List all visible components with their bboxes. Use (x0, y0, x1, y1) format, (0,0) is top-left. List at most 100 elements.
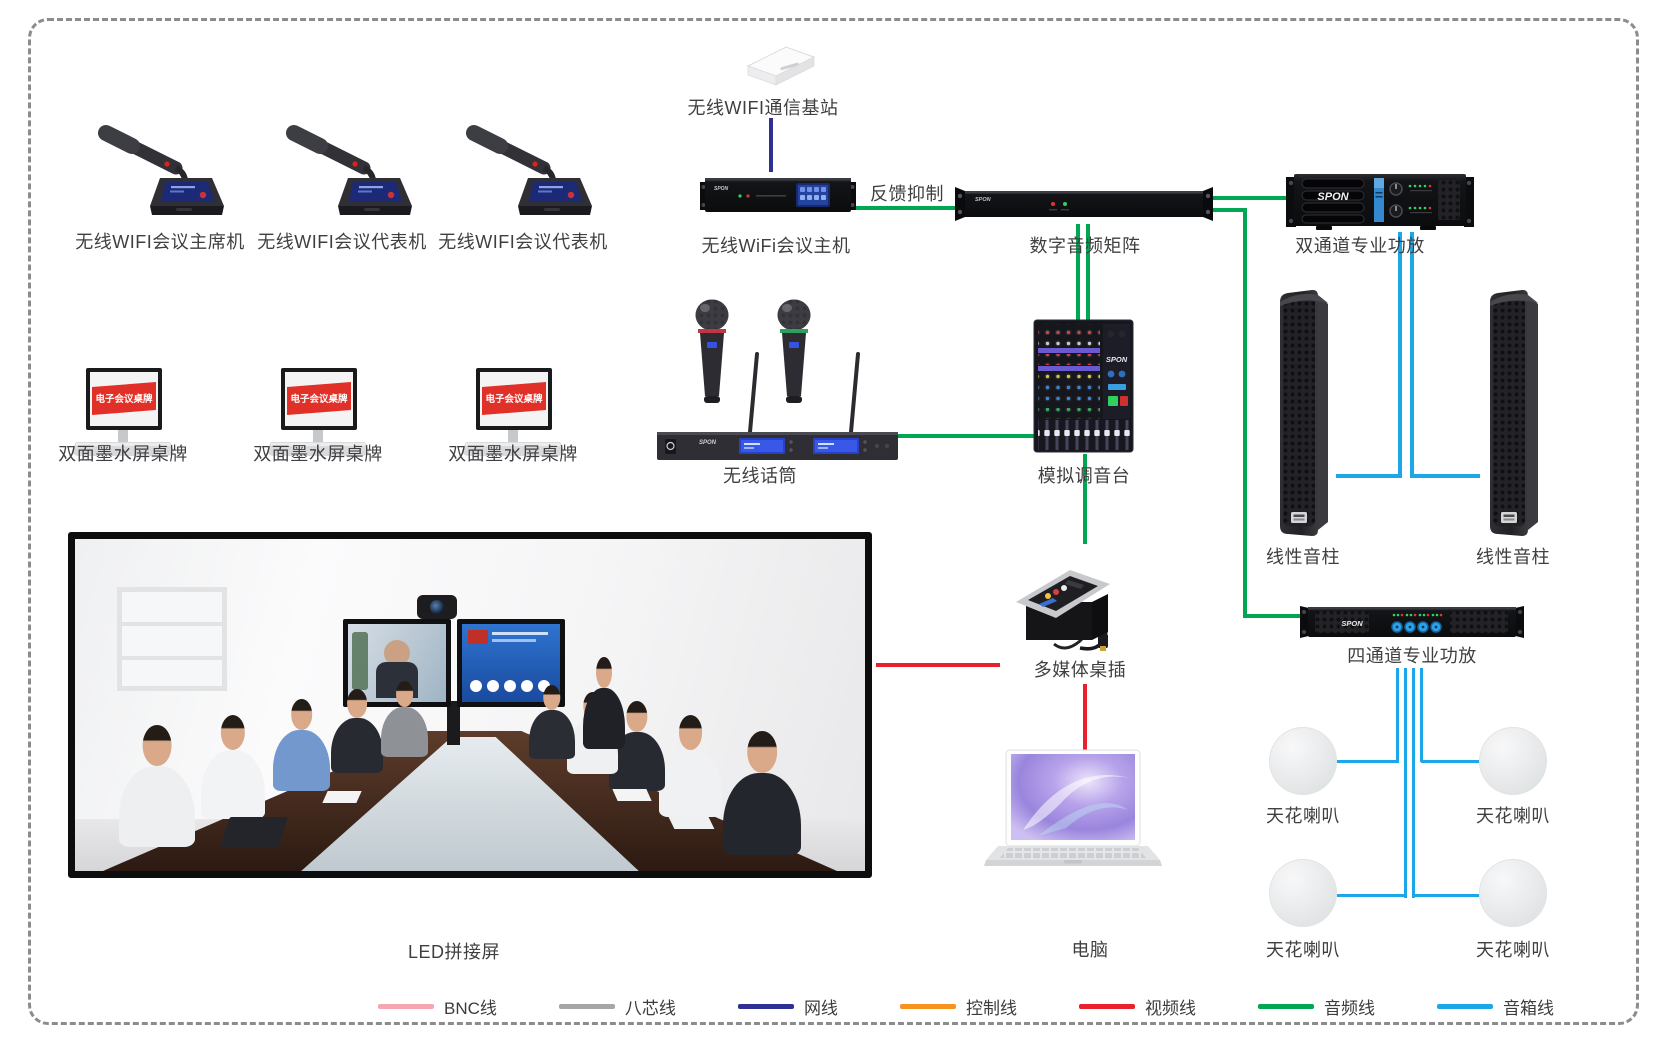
label-ceiling-speaker-3: 天花喇叭 (1266, 940, 1340, 960)
diagram-dashed-border (28, 18, 1639, 1025)
person-figure (119, 725, 195, 847)
label-ceiling-speaker-1: 天花喇叭 (1266, 806, 1340, 826)
speaker-line (1413, 894, 1480, 897)
wireless-handheld-mic-set-illustration: SPON (657, 299, 898, 460)
speaker-line (1398, 232, 1402, 478)
audio-line (1243, 208, 1247, 618)
audio-line (1083, 454, 1087, 544)
control-line-swatch (899, 1004, 956, 1009)
legend-label: 音箱线 (1503, 999, 1554, 1018)
person-figure (201, 715, 265, 819)
laptop-illustration (984, 749, 1162, 866)
person-figure (529, 685, 575, 759)
speaker-line (1337, 760, 1399, 763)
eight-core-line-swatch (558, 1004, 615, 1009)
legend-label: 八芯线 (624, 999, 676, 1018)
audio-line (1076, 224, 1080, 320)
label-computer: 电脑 (1071, 940, 1109, 960)
person-figure (273, 699, 330, 791)
speaker-line (1337, 894, 1407, 897)
ceiling-speaker (1479, 727, 1547, 795)
video-line-swatch (1078, 1004, 1135, 1009)
label-conference-host: 无线WiFi会议主机 (701, 236, 851, 256)
label-delegate-mic-2: 无线WIFI会议代表机 (438, 232, 608, 252)
ptz-camera (417, 595, 457, 619)
video-line (1083, 684, 1087, 790)
wireless-delegate-mic-illustration (466, 125, 592, 215)
video-line (876, 663, 1000, 667)
audio-line (1213, 196, 1290, 200)
speaker-line (1412, 668, 1415, 898)
label-nameplate-3: 双面墨水屏桌牌 (448, 444, 578, 464)
room-window (117, 587, 227, 691)
legend-label: 控制线 (965, 999, 1017, 1018)
label-led-wall: LED拼接屏 (407, 942, 501, 962)
svg-text:SPON: SPON (1317, 191, 1349, 203)
conference-room-photo (75, 539, 865, 871)
ceiling-speaker (1479, 859, 1547, 927)
svg-text:SPON: SPON (714, 186, 729, 192)
label-quad-amp: 四通道专业功放 (1347, 646, 1477, 666)
legend-item-bnc: BNC线 (378, 994, 497, 1019)
audio-line (852, 206, 957, 210)
paper-on-table (612, 789, 652, 801)
legend-item-video: 视频线 (1078, 994, 1196, 1019)
paper-on-table (322, 791, 362, 803)
network-line (769, 118, 773, 172)
label-ceiling-speaker-2: 天花喇叭 (1476, 806, 1550, 826)
label-delegate-mic-1: 无线WIFI会议代表机 (257, 232, 427, 252)
wireless-chairman-mic-illustration (98, 125, 224, 215)
ceiling-speaker (1269, 727, 1337, 795)
label-nameplate-1: 双面墨水屏桌牌 (58, 444, 188, 464)
audio-line (1086, 224, 1090, 320)
quad-channel-amp-illustration: SPON (1300, 606, 1524, 638)
svg-text:SPON: SPON (1106, 355, 1128, 364)
speaker-line (1421, 760, 1480, 763)
svg-text:电子会议桌牌: 电子会议桌牌 (290, 393, 348, 405)
label-nameplate-2: 双面墨水屏桌牌 (253, 444, 383, 464)
svg-text:电子会议桌牌: 电子会议桌牌 (485, 393, 543, 405)
audio-line (895, 434, 1035, 438)
speaker-line (1396, 668, 1399, 762)
label-column-speaker-2: 线性音柱 (1476, 547, 1550, 567)
svg-text:SPON: SPON (699, 440, 717, 446)
label-wifi-station: 无线WIFI通信基站 (687, 98, 839, 118)
person-figure (659, 715, 722, 817)
network-line-swatch (737, 1004, 794, 1009)
speaker-line (1404, 668, 1407, 898)
label-wireless-mic: 无线话筒 (723, 466, 797, 486)
label-desk-socket: 多媒体桌插 (1033, 660, 1127, 680)
wifi-conference-host-illustration: SPON (700, 178, 856, 212)
wireless-delegate-mic-illustration (286, 125, 412, 215)
led-video-wall (68, 532, 872, 878)
ceiling-speaker (1269, 859, 1337, 927)
speaker-line (1420, 668, 1423, 762)
legend-label: BNC线 (444, 999, 497, 1018)
laptop-on-table (220, 817, 288, 847)
svg-text:SPON: SPON (1341, 619, 1363, 628)
svg-text:SPON: SPON (975, 197, 992, 203)
person-figure (331, 689, 383, 773)
bnc-line-swatch (378, 1004, 434, 1009)
label-dual-amp: 双通道专业功放 (1295, 236, 1425, 256)
label-feedback-suppression: 反馈抑制 (870, 184, 944, 204)
audio-line (1213, 208, 1247, 212)
speaker-line (1336, 474, 1400, 478)
legend-item-8core: 八芯线 (558, 994, 676, 1019)
speaker-line (1412, 474, 1480, 478)
legend-item-speaker: 音箱线 (1437, 994, 1554, 1019)
legend-label: 网线 (803, 999, 838, 1018)
speaker-line-swatch (1437, 1004, 1493, 1009)
svg-text:电子会议桌牌: 电子会议桌牌 (95, 393, 153, 405)
label-mixer: 模拟调音台 (1037, 466, 1131, 486)
digital-audio-matrix-illustration: SPON (955, 187, 1213, 221)
cable-legend: BNC线 八芯线 网线 控制线 视频线 音频线 音箱线 (378, 994, 1554, 1019)
paper-on-table (667, 815, 715, 829)
eink-nameplate-illustration: 电子会议桌牌 (72, 368, 174, 456)
label-audio-matrix: 数字音频矩阵 (1029, 236, 1141, 256)
wifi-base-station-illustration (746, 46, 816, 86)
person-figure (723, 731, 801, 855)
dual-channel-amp-illustration: SPON (1286, 174, 1474, 230)
column-speaker-illustration (1280, 289, 1328, 536)
legend-item-control: 控制线 (899, 994, 1017, 1019)
